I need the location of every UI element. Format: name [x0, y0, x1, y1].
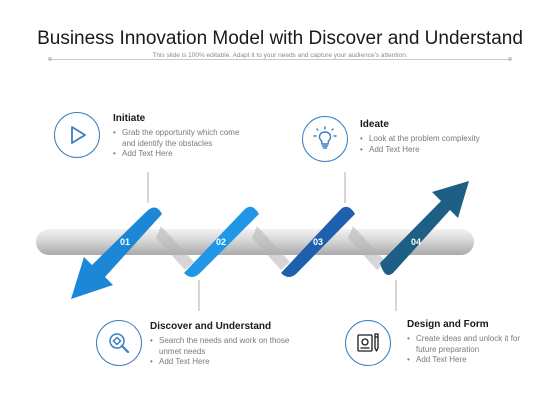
step-number-4: 04 [411, 237, 421, 247]
card-design: Design and Form Create ideas and unlock … [407, 319, 535, 366]
slide-subtitle: This slide is 100% editable. Adapt it to… [146, 52, 414, 59]
card-ideate: Ideate Look at the problem complexity Ad… [360, 119, 500, 155]
ribbon-step-1 [71, 207, 162, 299]
card-title-design: Design and Form [407, 319, 489, 330]
bullet-design-2: Add Text Here [407, 355, 535, 366]
ribbon-step-2 [184, 206, 259, 277]
bullet-discover-2: Add Text Here [150, 357, 290, 368]
magnifier-icon [109, 333, 130, 354]
bullet-discover-1: Search the needs and work on those unmet… [150, 336, 290, 357]
discover-icon-circle [96, 320, 142, 366]
design-icon-circle [345, 320, 391, 366]
slide-title: Business Innovation Model with Discover … [37, 28, 523, 49]
ideate-icon-circle [302, 116, 348, 162]
initiate-icon-circle [54, 112, 100, 158]
card-initiate: Initiate Grab the opportunity which come… [113, 113, 253, 160]
design-pen-icon [357, 333, 379, 352]
ribbon-step-3 [281, 206, 355, 277]
subtitle-divider: This slide is 100% editable. Adapt it to… [48, 52, 512, 66]
step-number-3: 03 [313, 237, 323, 247]
bullet-ideate-2: Add Text Here [360, 145, 500, 156]
card-discover: Discover and Understand Search the needs… [150, 321, 290, 368]
step-number-1: 01 [120, 237, 130, 247]
lightbulb-icon [313, 126, 337, 149]
bullet-initiate-2: Add Text Here [113, 149, 253, 160]
card-title-discover: Discover and Understand [150, 321, 272, 332]
bullet-design-1: Create ideas and unlock it for future pr… [407, 334, 535, 355]
card-title-ideate: Ideate [360, 119, 389, 130]
ribbon-step-4 [380, 181, 469, 276]
play-icon [71, 126, 86, 144]
card-title-initiate: Initiate [113, 113, 146, 124]
bullet-ideate-1: Look at the problem complexity [360, 134, 500, 145]
step-number-2: 02 [216, 237, 226, 247]
bullet-initiate-1: Grab the opportunity which come and iden… [113, 128, 253, 149]
